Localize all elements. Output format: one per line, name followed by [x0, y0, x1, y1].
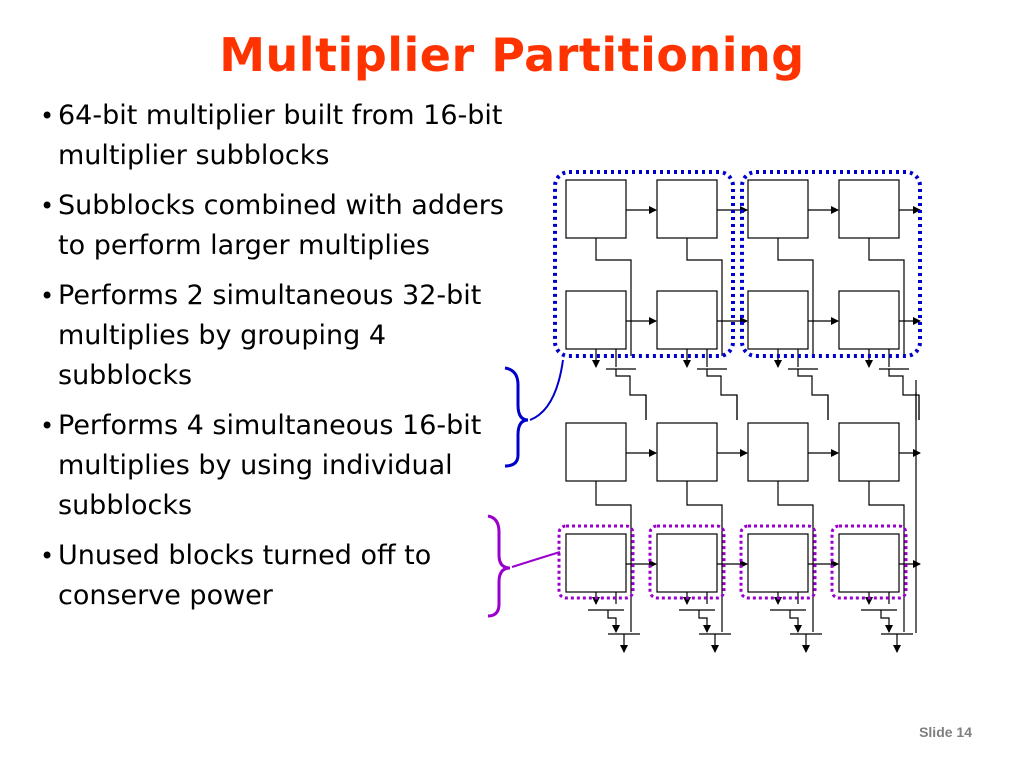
bullet-dot-icon: • — [40, 412, 55, 440]
multiplier-subblock — [656, 179, 718, 239]
bullet-text: Performs 2 simultaneous 32-bit multiplie… — [58, 280, 482, 391]
group-outline-layer — [553, 170, 922, 600]
multiplier-subblock — [565, 179, 627, 239]
slide-number: Slide 14 — [919, 724, 972, 740]
multiplier-subblock — [565, 290, 627, 350]
bullet-text: Subblocks combined with adders to perfor… — [58, 190, 504, 261]
multiplier-subblock — [838, 290, 900, 350]
bullet-item: •Performs 2 simultaneous 32-bit multipli… — [32, 276, 512, 396]
outline-16bit-group — [557, 524, 635, 600]
bullet-text: Performs 4 simultaneous 16-bit multiplie… — [58, 410, 482, 521]
brace-connector — [529, 359, 564, 421]
multiplier-subblock — [656, 533, 718, 593]
outline-16bit-group — [830, 524, 908, 600]
brace-32bit — [504, 366, 529, 468]
vertical-wire — [868, 238, 905, 356]
multiplier-subblock — [656, 290, 718, 350]
outline-16bit-group — [648, 524, 726, 600]
bullet-dot-icon: • — [40, 102, 55, 130]
vertical-wire — [595, 481, 632, 632]
multiplier-subblock — [565, 533, 627, 593]
slide-title: Multiplier Partitioning — [219, 28, 805, 82]
bullet-item: •64-bit multiplier built from 16-bit mul… — [32, 96, 512, 176]
multiplier-subblock — [838, 422, 900, 482]
brace-16bit — [487, 514, 511, 618]
vertical-wire — [686, 481, 723, 632]
vertical-wire — [595, 238, 632, 356]
multiplier-subblock — [747, 422, 809, 482]
vertical-wire — [686, 238, 723, 356]
vertical-wire — [777, 481, 814, 632]
adder-output-wire — [888, 369, 920, 420]
wiring-layer — [588, 206, 921, 653]
bullet-list: •64-bit multiplier built from 16-bit mul… — [32, 96, 512, 626]
adder-output-wire — [615, 369, 647, 420]
brace-connector — [511, 551, 561, 568]
multiplier-subblock — [747, 533, 809, 593]
adder-output-wire — [797, 369, 829, 420]
multiplier-subblock — [838, 533, 900, 593]
bullet-item: •Subblocks combined with adders to perfo… — [32, 186, 512, 266]
adder-output-wire — [706, 369, 738, 420]
vertical-wire — [868, 481, 905, 632]
multiplier-subblock — [838, 179, 900, 239]
multiplier-subblock — [747, 179, 809, 239]
multiplier-subblock — [747, 290, 809, 350]
bullet-text: Unused blocks turned off to conserve pow… — [58, 540, 432, 611]
subblock-layer — [565, 179, 900, 593]
bullet-item: •Unused blocks turned off to conserve po… — [32, 536, 512, 616]
bullet-dot-icon: • — [40, 542, 55, 570]
brace-layer — [487, 359, 564, 618]
multiplier-subblock — [565, 422, 627, 482]
bullet-dot-icon: • — [40, 192, 55, 220]
outline-16bit-group — [739, 524, 817, 600]
multiplier-subblock — [656, 422, 718, 482]
bullet-dot-icon: • — [40, 282, 55, 310]
adder-output-wire — [607, 610, 620, 633]
adder-output-wire — [698, 610, 711, 633]
adder-output-wire — [880, 610, 893, 633]
bullet-text: 64-bit multiplier built from 16-bit mult… — [58, 100, 503, 171]
bullet-item: •Performs 4 simultaneous 16-bit multipli… — [32, 406, 512, 526]
adder-output-wire — [789, 610, 802, 633]
vertical-wire — [777, 238, 814, 356]
